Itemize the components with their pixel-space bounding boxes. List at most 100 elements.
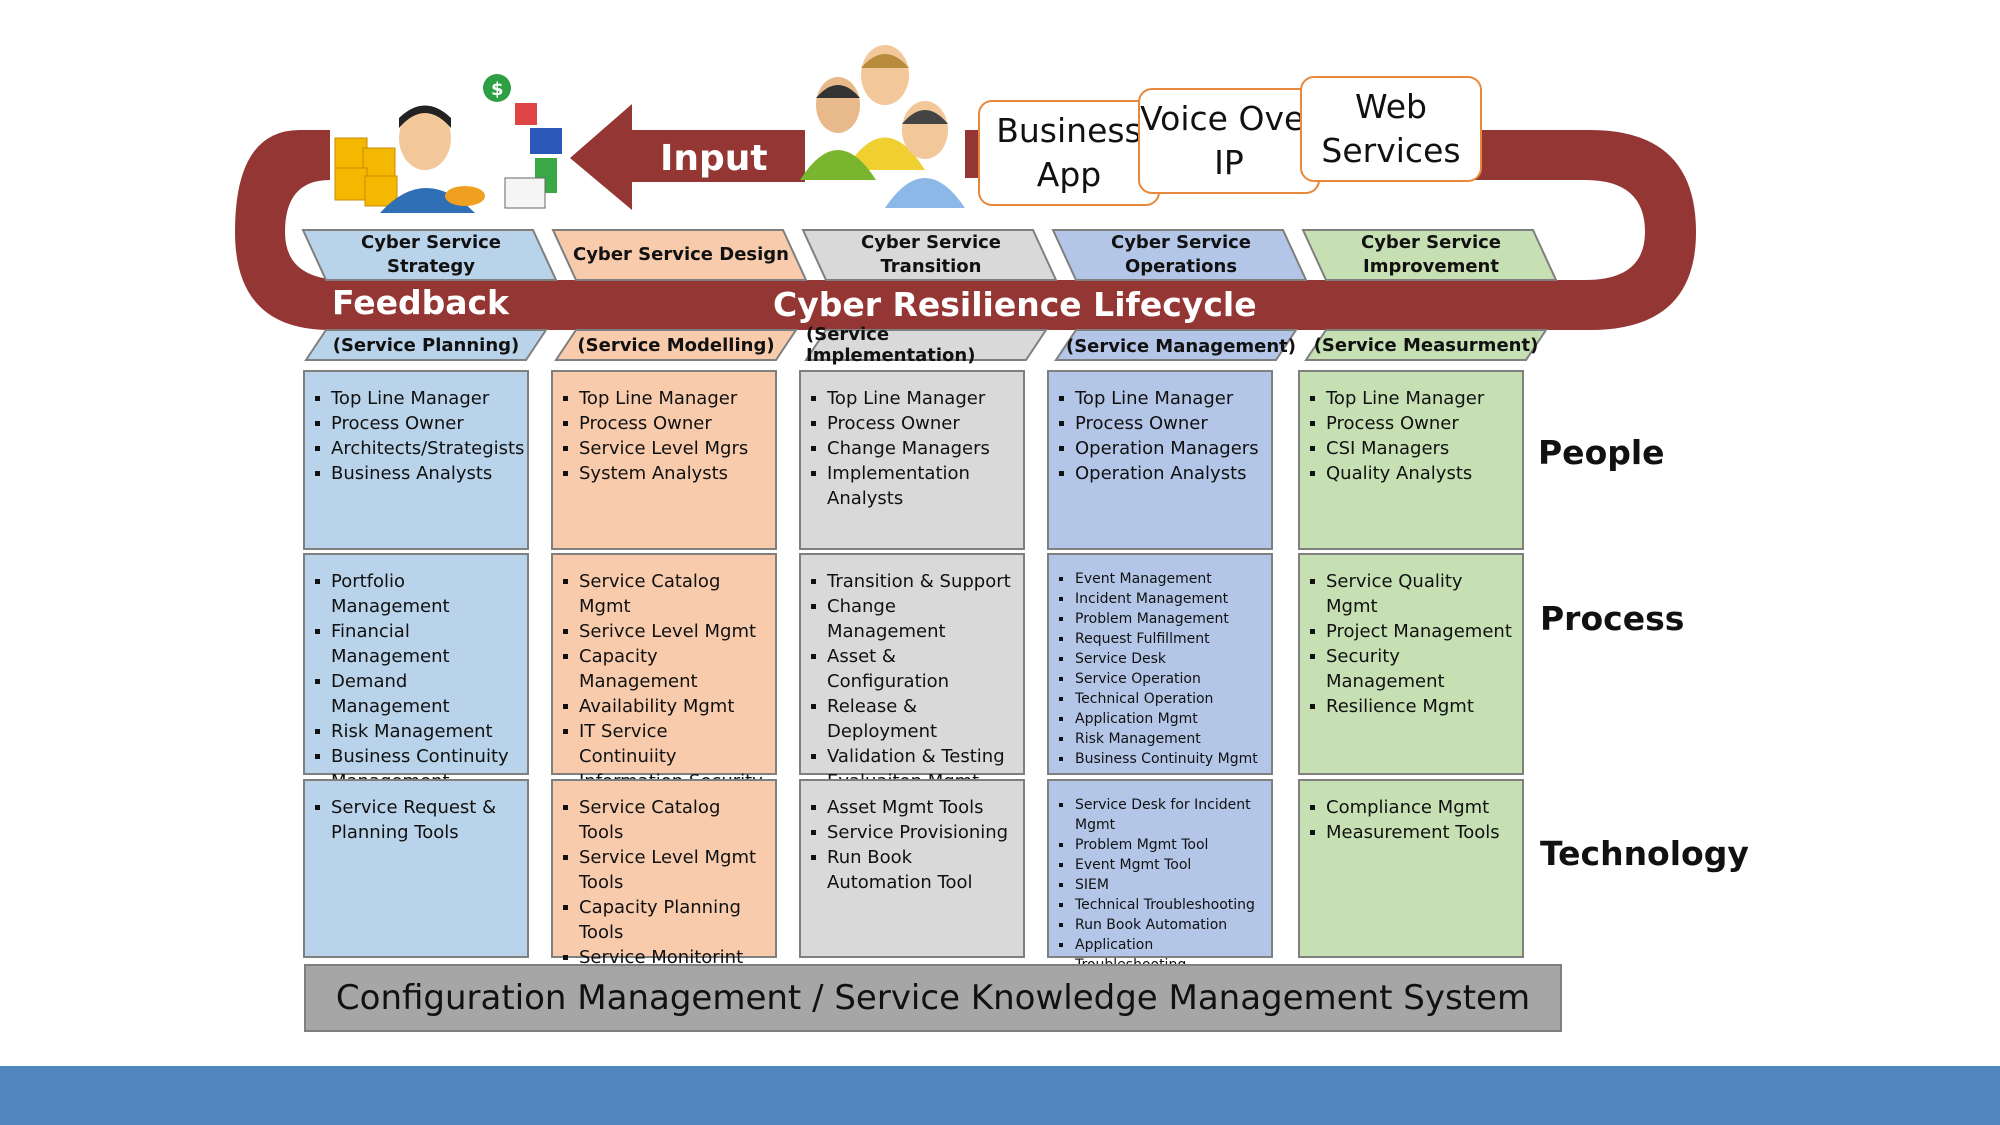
subtitle-shape-improvement — [1304, 329, 1548, 361]
list-item: Validation & Testing — [811, 744, 1017, 769]
list-item: Service Catalog Tools — [563, 795, 769, 845]
list-item: Process Owner — [315, 411, 521, 436]
list-item: Operation Managers — [1059, 436, 1265, 461]
list-item: Service Quality Mgmt — [1310, 569, 1516, 619]
list-item: Service Level Mgmt Tools — [563, 845, 769, 895]
phase-title-design: Cyber Service Design — [572, 244, 789, 265]
phase-subtitle-strategy: (Service Planning) — [332, 334, 520, 356]
list-item: Portfolio Management — [315, 569, 521, 619]
feedback-label: Feedback — [332, 283, 509, 322]
subtitle-shape-design — [554, 329, 798, 361]
list-item: Top Line Manager — [1310, 386, 1516, 411]
list-item: Top Line Manager — [1059, 386, 1265, 411]
input-arrow — [570, 104, 805, 210]
phase-title-transition: Cyber Service Transition — [860, 232, 1001, 277]
list-item: CSI Managers — [1310, 436, 1516, 461]
cell-technology-strategy: Service Request & Planning Tools — [303, 779, 529, 958]
list-item: Application Mgmt — [1059, 709, 1265, 729]
list-item: Availability Mgmt — [563, 694, 769, 719]
phase-title-strategy: Cyber Service Strategy — [360, 232, 501, 277]
list-item: Resilience Mgmt — [1310, 694, 1516, 719]
item-list: Service Request & Planning Tools — [311, 795, 521, 845]
list-item: Quality Analysts — [1310, 461, 1516, 486]
list-item: Serivce Level Mgmt — [563, 619, 769, 644]
row-label-process: Process — [1540, 599, 1685, 638]
list-item: Business Analysts — [315, 461, 521, 486]
list-item: Operation Analysts — [1059, 461, 1265, 486]
business-people-icon: $ — [334, 74, 562, 213]
row-label-people: People — [1538, 433, 1665, 472]
list-item: Technical Troubleshooting — [1059, 895, 1265, 915]
row-label-technology: Technology — [1540, 834, 1749, 873]
list-item: Financial Management — [315, 619, 521, 669]
list-item: Incident Management — [1059, 589, 1265, 609]
list-item: Request Fulfillment — [1059, 629, 1265, 649]
list-item: Problem Mgmt Tool — [1059, 835, 1265, 855]
list-item: Process Owner — [1059, 411, 1265, 436]
list-item: SIEM — [1059, 875, 1265, 895]
list-item: Service Catalog Mgmt — [563, 569, 769, 619]
list-item: Event Mgmt Tool — [1059, 855, 1265, 875]
list-item: IT Service Continuiity — [563, 719, 769, 769]
input-label: Input — [660, 138, 768, 179]
list-item: Transition & Support — [811, 569, 1017, 594]
list-item: Change Management — [811, 594, 1017, 644]
list-item: Asset & Configuration — [811, 644, 1017, 694]
list-item: Service Desk for Incident Mgmt — [1059, 795, 1265, 835]
list-item: Run Book Automation — [1059, 915, 1265, 935]
kms-bar: Configuration Management / Service Knowl… — [304, 964, 1562, 1032]
phase-title-improvement: Cyber Service Improvement — [1360, 232, 1501, 277]
phase-shape-transition — [801, 229, 1058, 281]
list-item: Technical Operation — [1059, 689, 1265, 709]
list-item: Process Owner — [1310, 411, 1516, 436]
list-item: Top Line Manager — [315, 386, 521, 411]
list-item: Security Management — [1310, 644, 1516, 694]
phase-subtitle-transition: (Service Implementation) — [806, 324, 976, 366]
team-people-icon — [800, 45, 965, 208]
list-item: Service Operation — [1059, 669, 1265, 689]
phase-subtitle-design: (Service Modelling) — [577, 334, 775, 356]
phase-shape-strategy — [301, 229, 558, 281]
phase-shape-operations — [1051, 229, 1308, 281]
list-item: Measurement Tools — [1310, 820, 1516, 845]
list-item: Event Management — [1059, 569, 1265, 589]
list-item: System Analysts — [563, 461, 769, 486]
phase-shape-design — [551, 229, 808, 281]
list-item: Asset Mgmt Tools — [811, 795, 1017, 820]
phase-subtitle-operations: (Service Management) — [1065, 335, 1297, 357]
list-item: Business Continuity Mgmt — [1059, 749, 1265, 769]
list-item: Risk Management — [315, 719, 521, 744]
list-item: Compliance Mgmt — [1310, 795, 1516, 820]
subtitle-shape-strategy — [304, 329, 548, 361]
lifecycle-title: Cyber Resilience Lifecycle — [773, 285, 1257, 324]
svg-text:$: $ — [491, 79, 504, 100]
list-item: Risk Management — [1059, 729, 1265, 749]
list-item: Service Provisioning — [811, 820, 1017, 845]
list-item: Capacity Planning Tools — [563, 895, 769, 945]
list-item: Project Management — [1310, 619, 1516, 644]
list-item: Top Line Manager — [563, 386, 769, 411]
voice-over-ip-bubble: Voice Over IP — [1138, 88, 1320, 194]
list-item: Release & Deployment — [811, 694, 1017, 744]
